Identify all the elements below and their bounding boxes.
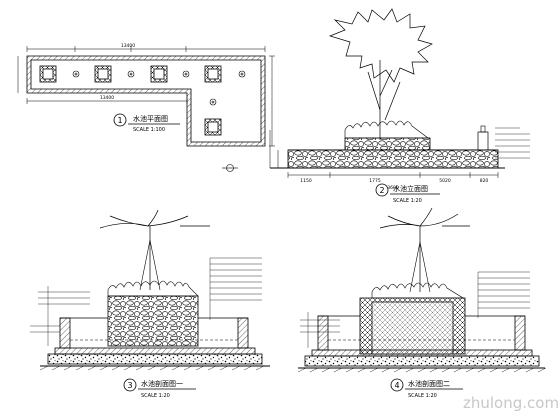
- raised-planter: [344, 137, 431, 151]
- caption-view-3-title: 水池剖面图一: [141, 379, 183, 388]
- caption-view-2-title: 水池立面图: [393, 184, 428, 193]
- caption-view-3-scale: SCALE 1:20: [141, 393, 170, 399]
- caption-view-1-number: 1: [117, 116, 122, 125]
- caption-view-1: 1 水池平面图 SCALE 1:100: [113, 113, 180, 133]
- section-one-left-leaders: [30, 286, 90, 346]
- elevation-leaders: [495, 127, 530, 159]
- caption-view-4: 4 水池剖面图二 SCALE 1:20: [390, 378, 463, 399]
- section-two-gravel: [304, 355, 540, 367]
- elev-dim-total: 3600: [387, 185, 399, 191]
- shrub-row: [344, 120, 429, 139]
- caption-view-1-scale: SCALE 1:100: [133, 127, 165, 133]
- section-one-planter: [107, 295, 199, 347]
- plan-dim-top: 13400: [121, 43, 135, 49]
- section-two-shrubs: [371, 282, 465, 299]
- caption-view-3-number: 3: [127, 381, 132, 390]
- caption-view-3: 3 水池剖面图一 SCALE 1:20: [123, 378, 196, 399]
- pool-wall-elevation: [287, 149, 499, 169]
- elev-dim-2: 1775: [369, 178, 381, 184]
- caption-view-4-scale: SCALE 1:20: [408, 393, 437, 399]
- section-one-right-leaders: [209, 257, 262, 320]
- section-two-slab: [311, 349, 533, 357]
- caption-view-1-title: 水池平面图: [133, 114, 168, 123]
- pool-outline-inner: [30, 59, 262, 143]
- plan-view: [17, 46, 275, 172]
- section-two-right-leaders: [477, 271, 530, 318]
- section-one-view: [30, 209, 270, 371]
- section-one-shrubs: [107, 280, 199, 297]
- caption-view-4-title: 水池剖面图二: [408, 379, 450, 388]
- section-one-tree: [99, 209, 210, 290]
- planter-squares: [39, 65, 222, 136]
- plan-dim-bottom: 13400: [100, 95, 114, 101]
- section-two-view: [297, 207, 547, 373]
- caption-view-2-number: 2: [379, 186, 384, 195]
- watermark: zhulong.com: [463, 394, 559, 412]
- flower-markers: [72, 70, 246, 106]
- section-two-left-leaders: [300, 312, 340, 348]
- section-one-slab: [54, 347, 256, 355]
- elev-dim-4: 820: [480, 178, 489, 184]
- section-two-tree: [379, 207, 470, 292]
- caption-view-2: 2 水池立面图 SCALE 1:20: [375, 183, 440, 204]
- caption-view-4-number: 4: [394, 381, 399, 390]
- elev-dim-1: 1150: [300, 178, 312, 184]
- section-one-gravel: [47, 353, 263, 365]
- elevation-view: [269, 8, 530, 178]
- elev-dim-3: 5020: [439, 178, 451, 184]
- caption-view-2-scale: SCALE 1:20: [393, 198, 422, 204]
- tree-canopy: [328, 8, 433, 83]
